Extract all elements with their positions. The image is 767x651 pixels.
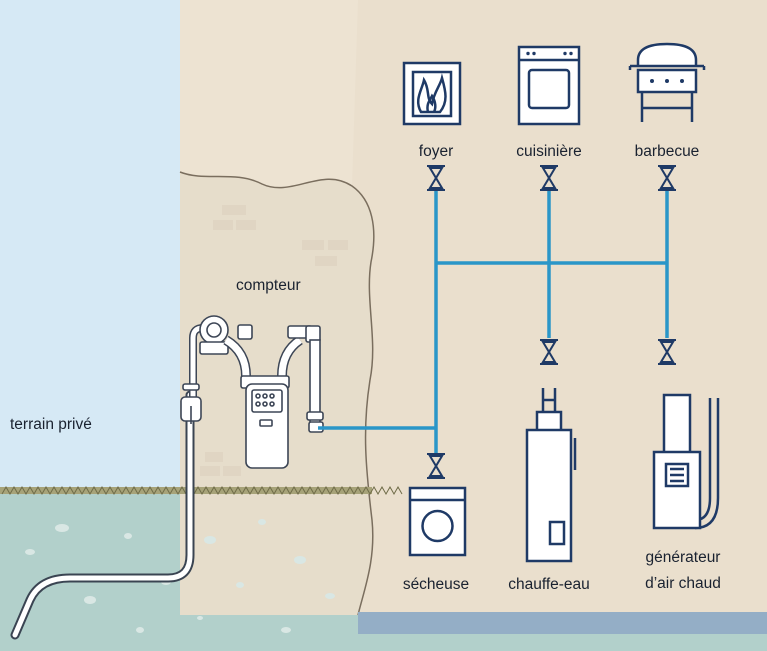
dryer-icon (408, 486, 467, 557)
soil-pebbles (25, 519, 335, 633)
basement-wall-edge (179, 171, 375, 616)
stove-icon (517, 45, 581, 126)
label-barbecue: barbecue (635, 143, 700, 160)
fireplace-icon (402, 61, 462, 126)
gas-meter-icon (180, 315, 324, 469)
label-terrain: terrain privé (10, 416, 92, 433)
service-pipe-inner (12, 392, 193, 638)
label-compteur: compteur (236, 277, 301, 294)
furnace-icon (652, 393, 720, 530)
label-generateur: générateur (646, 549, 721, 566)
label-secheuse: sécheuse (403, 576, 469, 593)
wall-bricks (200, 205, 348, 476)
label-air-chaud: d’air chaud (645, 575, 721, 592)
label-chauffe-eau: chauffe-eau (508, 576, 590, 593)
water-heater-icon (525, 388, 577, 563)
floor-slab (358, 612, 767, 634)
shutoff-valve-icon (427, 165, 676, 479)
distribution-pipes (318, 191, 669, 454)
barbecue-icon (628, 42, 706, 122)
label-cuisiniere: cuisinière (516, 143, 581, 160)
label-foyer: foyer (419, 143, 453, 160)
grass-texture (1, 485, 403, 496)
